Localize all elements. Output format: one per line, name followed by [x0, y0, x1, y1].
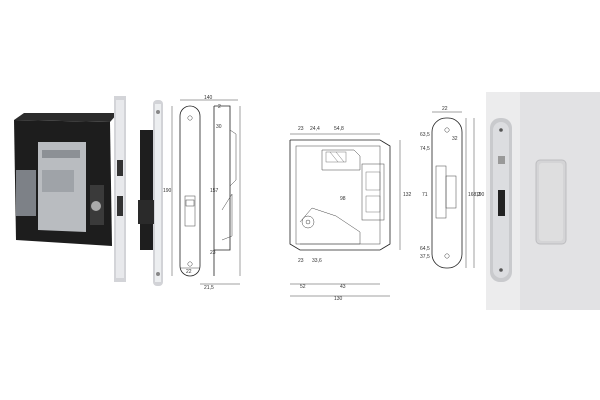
dim-140: 140: [204, 95, 213, 101]
dim-23: 23: [210, 250, 216, 256]
dim-74-5: 74,5: [420, 146, 430, 152]
dim-21-5: 21,5: [204, 285, 214, 291]
dim-2: 2: [218, 104, 221, 110]
dim-157: 157: [210, 188, 219, 194]
lock-photo-side: [138, 100, 163, 286]
door-photo: [486, 92, 600, 310]
dim-52: 52: [300, 284, 306, 290]
dim-168-2: 168,2: [468, 192, 481, 198]
dim-63-5: 63,5: [420, 132, 430, 138]
dim-132: 132: [403, 192, 412, 198]
dim-43: 43: [340, 284, 346, 290]
dim-33-6: 33,6: [312, 258, 322, 264]
dim-190-strike: 190: [476, 192, 485, 198]
dim-37-5: 37,5: [420, 254, 430, 260]
dim-23-top: 23: [298, 126, 304, 132]
dim-190: 190: [163, 188, 172, 194]
dim-71: 71: [422, 192, 428, 198]
dim-32: 32: [452, 136, 458, 142]
dim-98: 98: [340, 196, 346, 202]
dim-22: 22: [186, 269, 192, 275]
dim-130: 130: [334, 296, 343, 302]
dim-64-5: 64,5: [420, 246, 430, 252]
drawing-strike-plate: 22 63,5 32 74,5 71 168,2 190 64,5 37,5: [420, 106, 485, 269]
dim-30: 30: [216, 124, 222, 130]
lock-photo-perspective: [14, 96, 126, 282]
dim-54-8: 54,8: [334, 126, 344, 132]
dim-24-4: 24,4: [310, 126, 320, 132]
drawing-lock-body: 23 24,4 54,8 98 132 23 33,6 52 43 130: [289, 126, 412, 302]
dim-23-bottom: 23: [298, 258, 304, 264]
dim-22-strike: 22: [442, 106, 448, 112]
drawing-faceplate-side: 140 2 30 190 157 23 22 21,5: [163, 95, 241, 291]
